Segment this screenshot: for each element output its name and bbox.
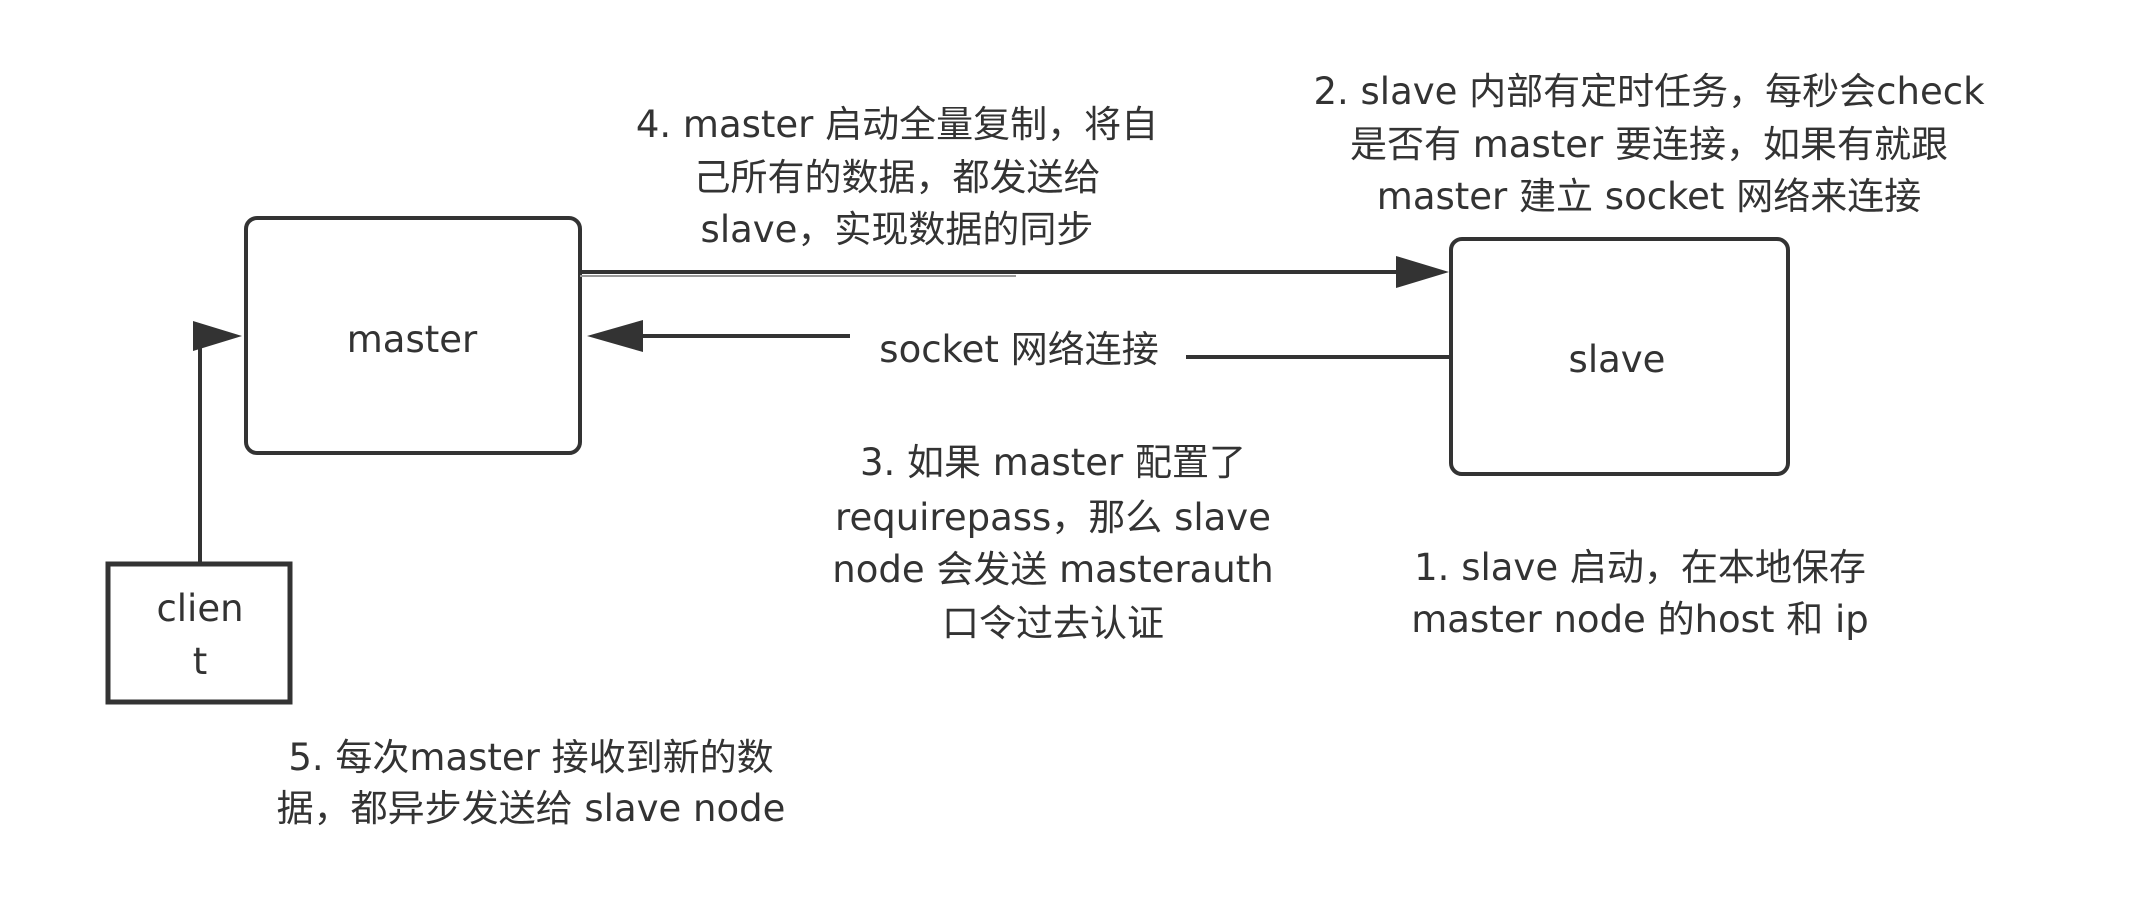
- edge-label-socket: socket 网络连接: [879, 328, 1158, 371]
- note-step-3-line: requirepass，那么 slave: [835, 496, 1271, 539]
- note-step-3-line: 3. 如果 master 配置了: [860, 441, 1246, 484]
- note-step-3-line: 口令过去认证: [942, 602, 1164, 645]
- client-node: clien t: [105, 561, 293, 705]
- note-step-1: 1. slave 启动，在本地保存 master node 的host 和 ip: [1411, 546, 1869, 641]
- arrowhead: [193, 321, 242, 351]
- note-step-2-line: 是否有 master 要连接，如果有就跟: [1350, 123, 1948, 166]
- master-node: master: [244, 216, 582, 455]
- note-step-1-line: 1. slave 启动，在本地保存: [1414, 546, 1866, 589]
- slave-node: slave: [1449, 237, 1790, 476]
- note-step-4-line: 4. master 启动全量复制，将自: [636, 103, 1158, 146]
- master-node-label: master: [347, 318, 478, 361]
- arrow-client-to-master: [193, 321, 242, 562]
- note-step-3: 3. 如果 master 配置了 requirepass，那么 slave no…: [832, 441, 1273, 645]
- arrow-master-to-slave: [580, 256, 1449, 288]
- arrow-slave-to-master: socket 网络连接: [587, 320, 1451, 371]
- slave-node-label: slave: [1569, 338, 1666, 381]
- note-step-4-line: 己所有的数据，都发送给: [694, 156, 1101, 199]
- arrowhead: [587, 320, 643, 352]
- master-node-box: [244, 216, 582, 455]
- note-step-4: 4. master 启动全量复制，将自 己所有的数据，都发送给 slave，实现…: [636, 103, 1158, 251]
- note-step-1-line: master node 的host 和 ip: [1411, 598, 1869, 641]
- note-step-3-line: node 会发送 masterauth: [832, 548, 1273, 591]
- note-step-5-line: 据，都异步发送给 slave node: [277, 787, 786, 830]
- note-step-2-line: 2. slave 内部有定时任务，每秒会check: [1313, 70, 1985, 113]
- note-step-2-line: master 建立 socket 网络来连接: [1377, 175, 1921, 218]
- arrowhead: [1396, 256, 1449, 288]
- client-node-label-line: t: [193, 640, 208, 683]
- note-step-5: 5. 每次master 接收到新的数 据，都异步发送给 slave node: [277, 736, 786, 830]
- client-node-label-line: clien: [156, 587, 243, 630]
- note-step-5-line: 5. 每次master 接收到新的数: [288, 736, 773, 779]
- note-step-2: 2. slave 内部有定时任务，每秒会check 是否有 master 要连接…: [1313, 70, 1985, 218]
- client-node-box: [105, 561, 293, 705]
- note-step-4-line: slave，实现数据的同步: [701, 208, 1094, 251]
